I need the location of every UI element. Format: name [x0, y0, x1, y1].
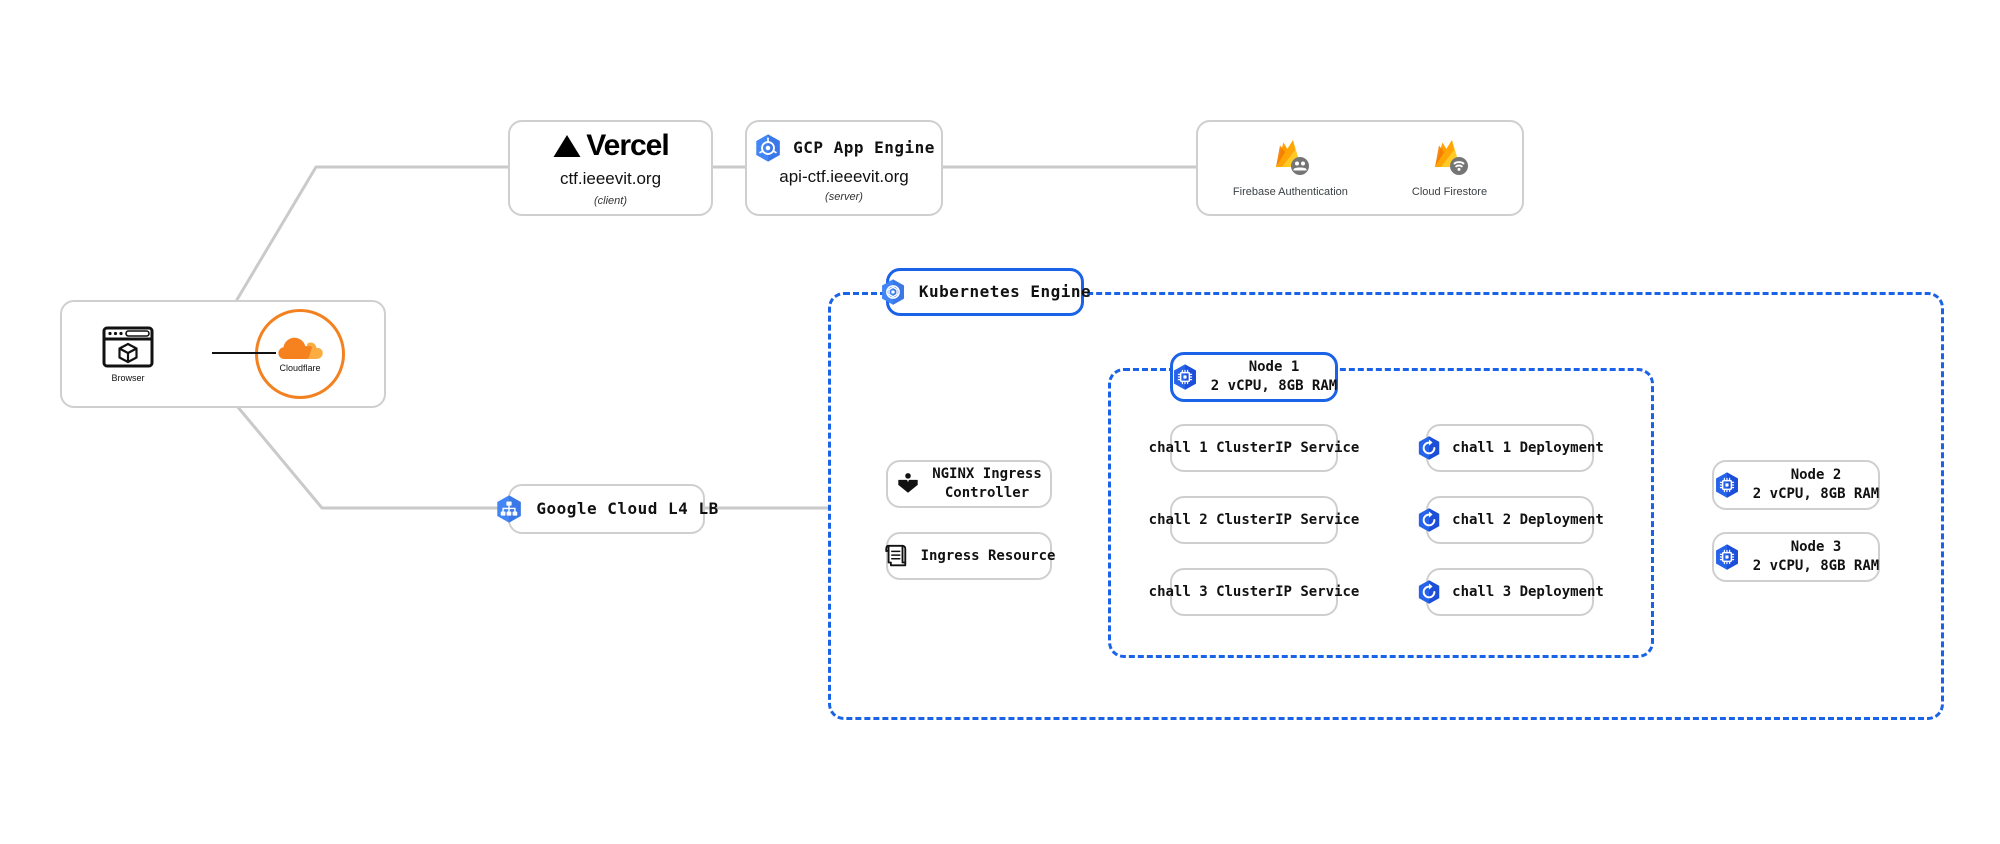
kubernetes-engine-title: Kubernetes Engine [918, 282, 1092, 302]
firebase-box: Firebase Authentication Cloud Firestore [1196, 120, 1524, 216]
gcp-deployment-icon [1418, 580, 1440, 604]
browser-cube-icon [102, 326, 154, 367]
kubernetes-node-icon [1715, 544, 1738, 570]
kubernetes-engine-zone [828, 292, 1944, 720]
vercel-domain: ctf.ieeevit.org [559, 169, 662, 188]
wire-client-to-vercel [230, 165, 508, 309]
chall-1-deployment-label: chall 1 Deployment [1452, 439, 1604, 456]
chall-2-deployment-box[interactable]: chall 2 Deployment [1418, 496, 1604, 544]
chall-1-clusterip-service-label: chall 1 ClusterIP Service [1148, 439, 1360, 456]
nginx-ingress-controller-box[interactable]: NGINX Ingress Controller [886, 460, 1052, 508]
node-3-specs: 2 vCPU, 8GB RAM [1752, 558, 1880, 574]
vercel-box[interactable]: Vercel ctf.ieeevit.org (client) [508, 120, 713, 216]
wire-client-to-l4lb [230, 399, 508, 510]
browser-cloudflare-link [212, 352, 276, 354]
node-2-box[interactable]: Node 2 2 vCPU, 8GB RAM [1712, 460, 1880, 510]
chall-1-deployment-box[interactable]: chall 1 Deployment [1418, 424, 1604, 472]
client-zone-box: Browser Cloudflare [60, 300, 386, 408]
app-engine-role: (server) [825, 191, 863, 203]
vercel-triangle-icon [553, 135, 581, 157]
gcp-load-balancer-icon [497, 495, 522, 523]
cloud-firestore-label: Cloud Firestore [1411, 186, 1488, 198]
cloud-firestore-item[interactable]: Cloud Firestore [1412, 138, 1487, 198]
app-engine-title: GCP App Engine [793, 138, 935, 158]
app-engine-domain: api-ctf.ieeevit.org [779, 167, 909, 186]
chall-2-deployment-label: chall 2 Deployment [1452, 511, 1604, 528]
firebase-auth-icon [1276, 140, 1310, 175]
kubernetes-node-icon [1173, 364, 1196, 390]
nginx-icon [898, 473, 918, 493]
node-2-name: Node 2 [1790, 467, 1842, 484]
gcp-app-engine-icon [756, 134, 780, 162]
browser-node[interactable]: Browser [82, 326, 174, 383]
l4-load-balancer-title: Google Cloud L4 LB [536, 499, 719, 519]
chall-2-clusterip-service-label: chall 2 ClusterIP Service [1148, 511, 1360, 528]
firebase-auth-label: Firebase Authentication [1232, 186, 1348, 198]
kubernetes-node-icon [1715, 472, 1738, 498]
cloudflare-node[interactable]: Cloudflare [236, 309, 364, 399]
gcp-deployment-icon [1418, 436, 1440, 460]
cloudflare-label: Cloudflare [279, 363, 321, 373]
firebase-auth-item[interactable]: Firebase Authentication [1233, 138, 1348, 198]
ingress-resource-label: Ingress Resource [920, 547, 1056, 564]
node-1-specs: 2 vCPU, 8GB RAM [1210, 378, 1338, 394]
vercel-wordmark: Vercel [586, 129, 669, 162]
chall-3-clusterip-service-box[interactable]: chall 3 ClusterIP Service [1149, 568, 1359, 616]
gcp-kubernetes-engine-icon [881, 279, 904, 305]
gcp-deployment-icon [1418, 508, 1440, 532]
kubernetes-engine-header[interactable]: Kubernetes Engine [881, 268, 1091, 316]
l4-load-balancer-box[interactable]: Google Cloud L4 LB [497, 484, 718, 534]
chall-1-clusterip-service-box[interactable]: chall 1 ClusterIP Service [1149, 424, 1359, 472]
node-2-specs: 2 vCPU, 8GB RAM [1752, 486, 1880, 502]
ingress-scroll-icon [884, 544, 906, 567]
browser-label: Browser [111, 372, 145, 383]
cloud-firestore-icon [1435, 140, 1469, 175]
chall-3-deployment-label: chall 3 Deployment [1452, 583, 1604, 600]
node-3-box[interactable]: Node 3 2 vCPU, 8GB RAM [1712, 532, 1880, 582]
node-3-name: Node 3 [1790, 539, 1842, 556]
chall-3-clusterip-service-label: chall 3 ClusterIP Service [1148, 583, 1360, 600]
node-1-zone [1108, 368, 1654, 658]
nginx-ingress-controller-label: NGINX Ingress Controller [932, 466, 1042, 501]
cloudflare-circle: Cloudflare [255, 309, 345, 399]
app-engine-box[interactable]: GCP App Engine api-ctf.ieeevit.org (serv… [745, 120, 943, 216]
chall-3-deployment-box[interactable]: chall 3 Deployment [1418, 568, 1604, 616]
vercel-logo: Vercel [552, 129, 670, 163]
vercel-role: (client) [593, 195, 627, 207]
node-1-name: Node 1 [1248, 359, 1300, 376]
cloudflare-cloud-icon [278, 337, 323, 359]
node-1-header[interactable]: Node 1 2 vCPU, 8GB RAM [1170, 352, 1338, 402]
ingress-resource-box[interactable]: Ingress Resource [884, 532, 1055, 580]
chall-2-clusterip-service-box[interactable]: chall 2 ClusterIP Service [1149, 496, 1359, 544]
